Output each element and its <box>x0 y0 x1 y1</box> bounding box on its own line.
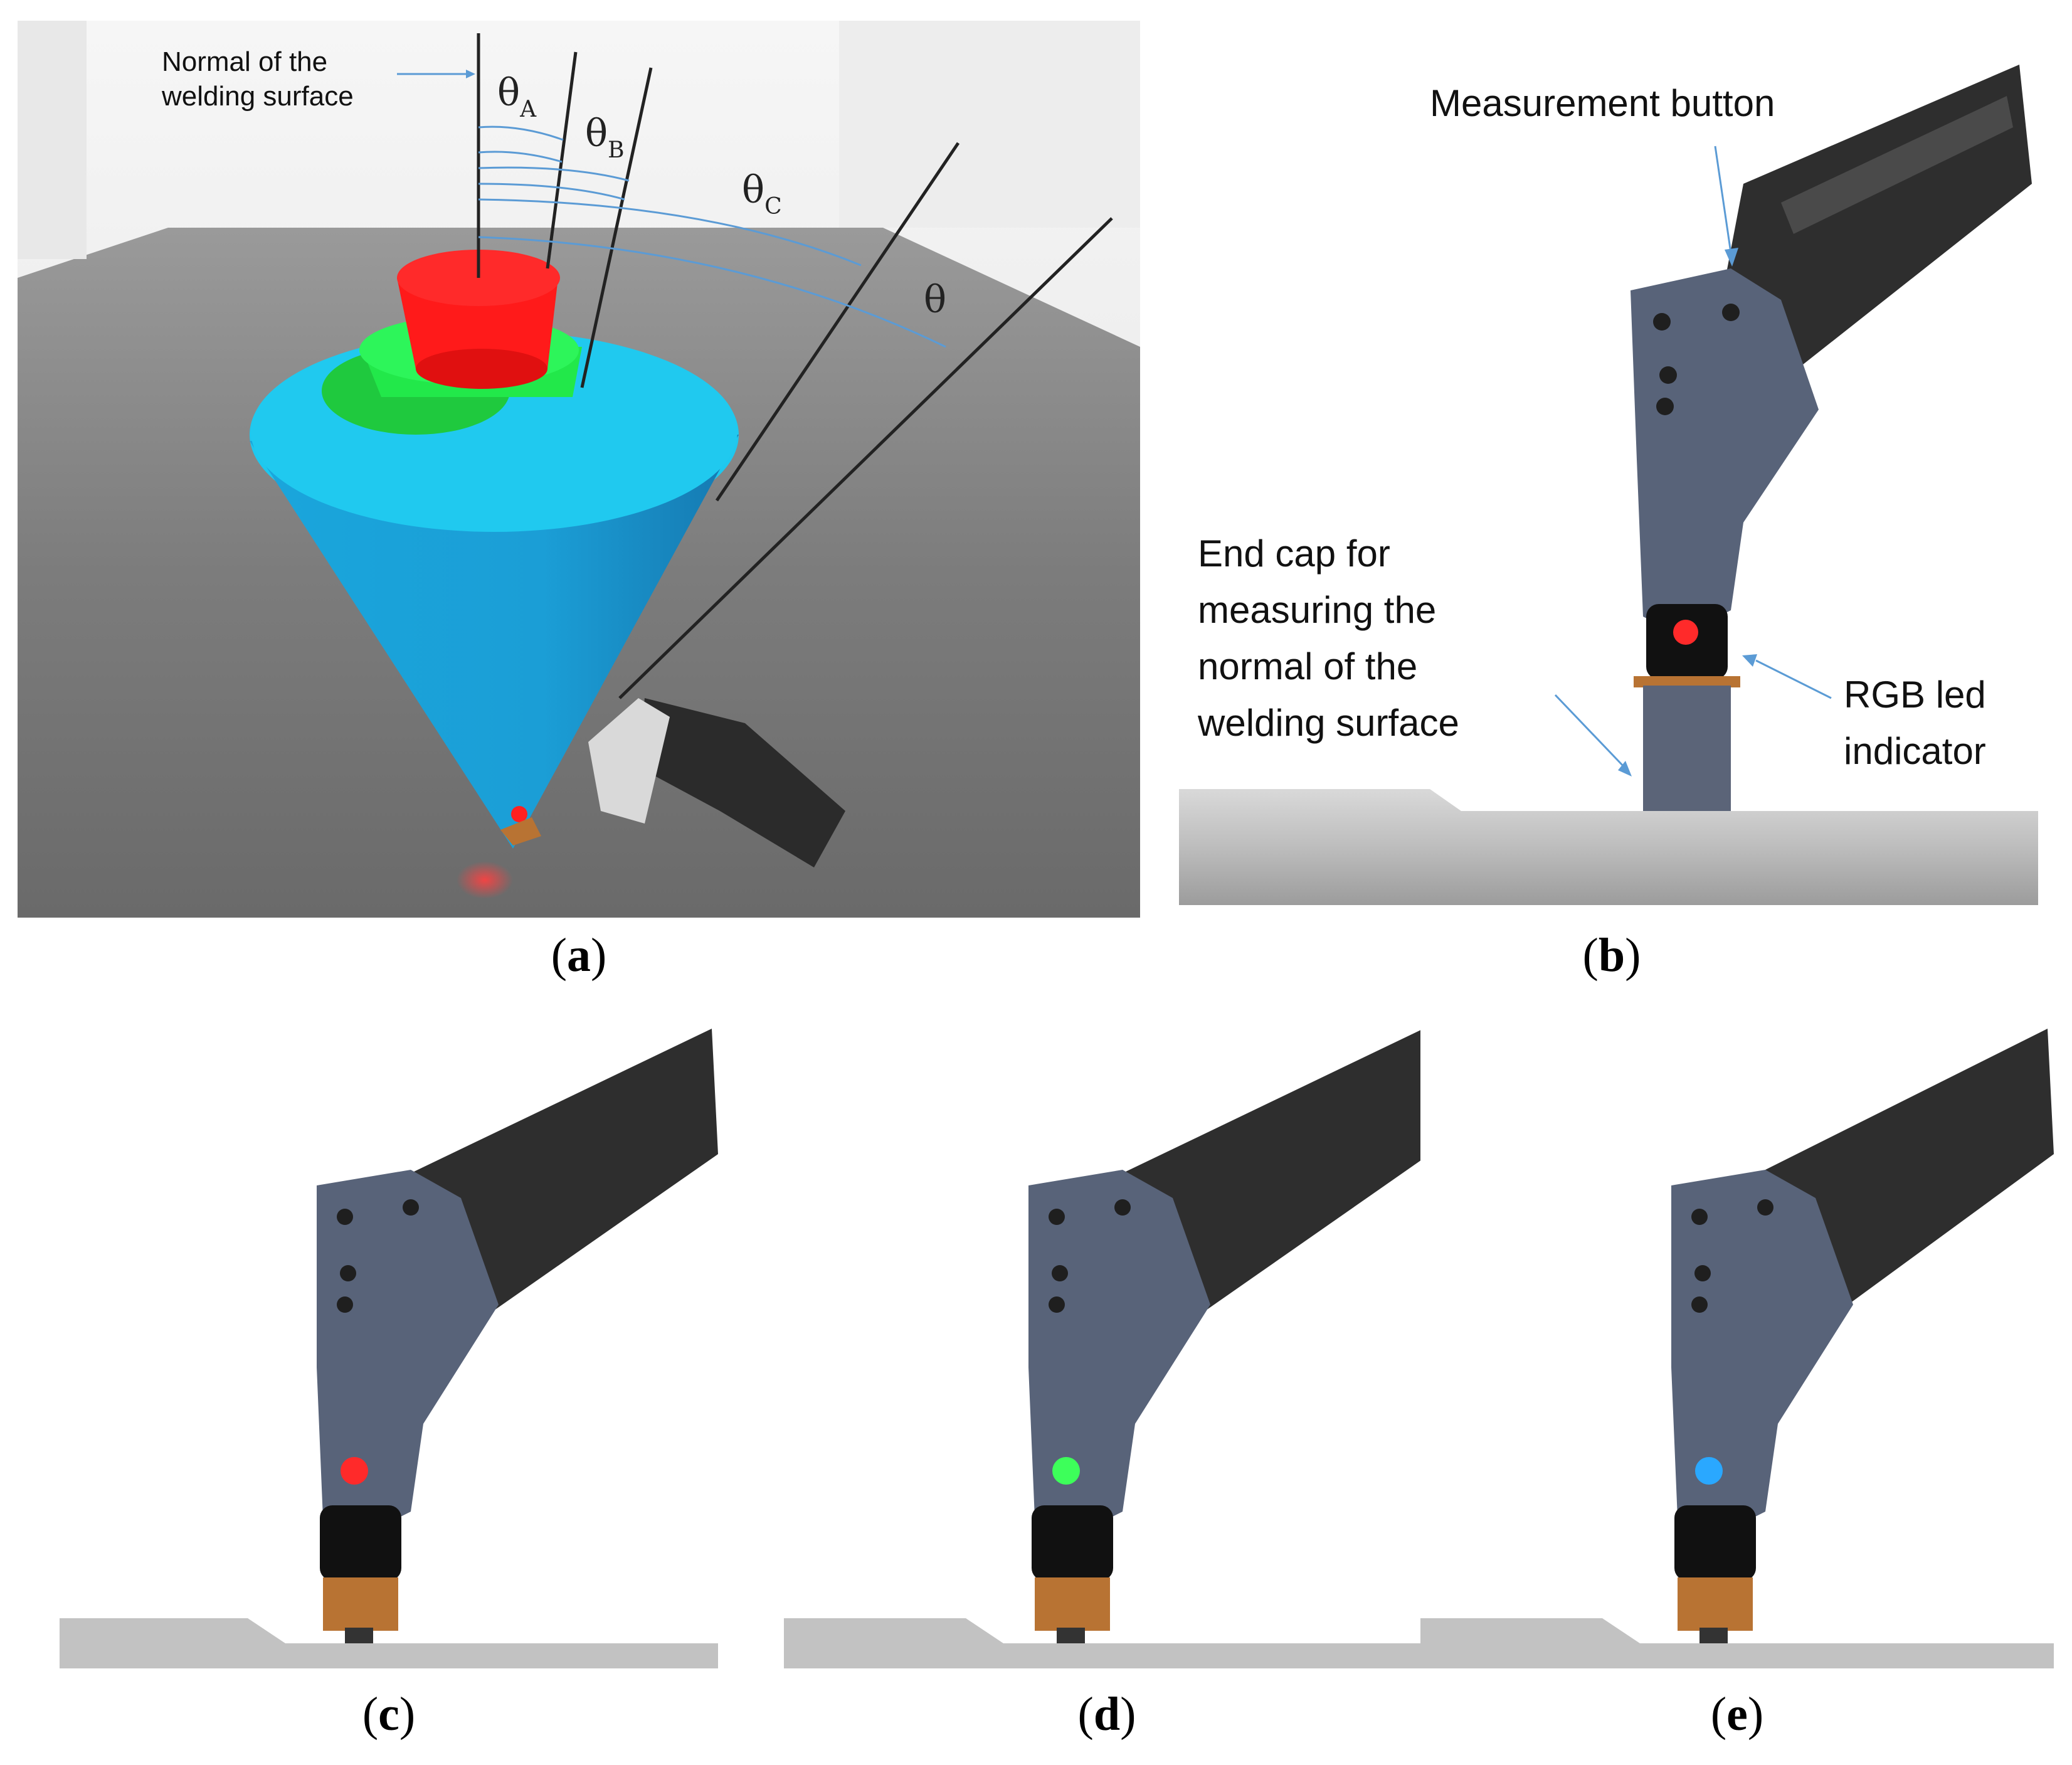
red-base <box>416 349 547 389</box>
rgb-label-2: indicator <box>1844 730 1986 772</box>
end-cap-label-1: End cap for <box>1198 533 1390 575</box>
normal-label-line1: Normal of the <box>162 46 327 77</box>
theta-b-label: θB <box>585 112 625 163</box>
normal-label-line2: welding surface <box>161 81 354 112</box>
panel-e-photo <box>1420 991 2054 1668</box>
bracket-screw-2 <box>1757 1199 1773 1216</box>
bracket-screw-4 <box>337 1296 353 1313</box>
bracket-screw-3 <box>340 1265 356 1281</box>
bracket-screw-4 <box>1049 1296 1065 1313</box>
rgb-label-1: RGB led <box>1844 674 1986 716</box>
copper-nozzle <box>323 1577 398 1631</box>
measurement-arrowhead <box>1725 248 1738 267</box>
end-cap <box>1643 686 1731 827</box>
rgb-arrowhead <box>1742 654 1757 667</box>
arc-theta-a-2 <box>478 151 563 163</box>
welding-plate <box>60 1618 718 1668</box>
bracket-screw-3 <box>1694 1265 1711 1281</box>
gray-bracket <box>1671 1170 1853 1537</box>
end-cap-label-3: normal of the <box>1198 645 1417 687</box>
line-theta <box>618 217 1113 699</box>
torch-handle <box>638 698 845 867</box>
torch-led-red <box>511 806 527 822</box>
laser-spot-glow <box>457 861 513 899</box>
copper-nozzle <box>1035 1577 1110 1631</box>
led-indicator-b <box>1673 620 1698 645</box>
torch-body <box>320 1505 401 1581</box>
bracket-screw-2 <box>1114 1199 1131 1216</box>
led-indicator <box>1695 1457 1723 1485</box>
bracket-screw-4 <box>1691 1296 1708 1313</box>
end-cap-arrowhead <box>1618 761 1632 776</box>
line-theta-b <box>580 67 653 388</box>
welding-plate <box>784 1618 1430 1668</box>
end-cap-arrow <box>1554 694 1625 768</box>
torch-head <box>588 698 670 824</box>
led-indicator <box>341 1457 368 1485</box>
caption-c: (c) <box>362 1688 416 1741</box>
rgb-arrow <box>1755 659 1832 699</box>
caption-d: (d) <box>1077 1688 1136 1741</box>
measurement-button-label: Measurement button <box>1430 82 1775 124</box>
torch-nozzle <box>500 817 541 845</box>
bracket-screw-1 <box>1653 313 1671 331</box>
bracket-screw-2 <box>1722 304 1740 321</box>
welding-plate <box>1420 1618 2054 1668</box>
theta-label: θ <box>924 278 946 322</box>
theta-a-label: θA <box>497 71 537 122</box>
bracket-screw-3 <box>1659 366 1677 384</box>
end-cap-label-4: welding surface <box>1197 702 1459 744</box>
wall-right-shadow <box>839 21 1140 228</box>
carbon-arm-highlight <box>1781 96 2013 234</box>
gray-bracket <box>1028 1170 1210 1537</box>
normal-label-arrowhead <box>466 70 475 78</box>
copper-nozzle <box>1678 1577 1753 1631</box>
line-theta-c <box>715 142 960 502</box>
theta-c-label: θC <box>742 168 782 220</box>
torch-body <box>1032 1505 1113 1581</box>
bracket-screw-4 <box>1656 398 1674 415</box>
arc-theta-b <box>478 166 630 182</box>
panel-c-photo <box>60 991 718 1668</box>
panel-b-photo: Measurement button End cap for measuring… <box>1179 21 2044 918</box>
wall-left-shadow <box>18 21 87 259</box>
gray-bracket <box>317 1170 499 1537</box>
bracket-screw-1 <box>337 1209 353 1225</box>
cone-body-blue <box>250 435 739 849</box>
bracket-screw-1 <box>1691 1209 1708 1225</box>
welding-plate <box>1179 789 2038 905</box>
arc-theta-b-2 <box>478 183 625 201</box>
arc-theta <box>478 236 946 348</box>
panel-a-render: Normal of the welding surface θA θB θC θ <box>18 21 1140 918</box>
measurement-arrow <box>1714 146 1732 253</box>
gray-bracket <box>1631 268 1819 635</box>
caption-b: (b) <box>1582 929 1641 982</box>
arc-theta-a <box>478 125 564 141</box>
end-cap-label-2: measuring the <box>1198 589 1436 631</box>
caption-e: (e) <box>1710 1688 1764 1741</box>
bracket-screw-1 <box>1049 1209 1065 1225</box>
caption-a: (a) <box>551 929 607 982</box>
bracket-screw-2 <box>403 1199 419 1216</box>
torch-body <box>1674 1505 1756 1581</box>
arc-theta-c <box>478 198 862 267</box>
copper-ring <box>1634 676 1740 687</box>
bracket-screw-3 <box>1052 1265 1068 1281</box>
panel-d-photo <box>784 991 1430 1668</box>
line-theta-a <box>546 51 578 269</box>
led-indicator <box>1052 1457 1080 1485</box>
